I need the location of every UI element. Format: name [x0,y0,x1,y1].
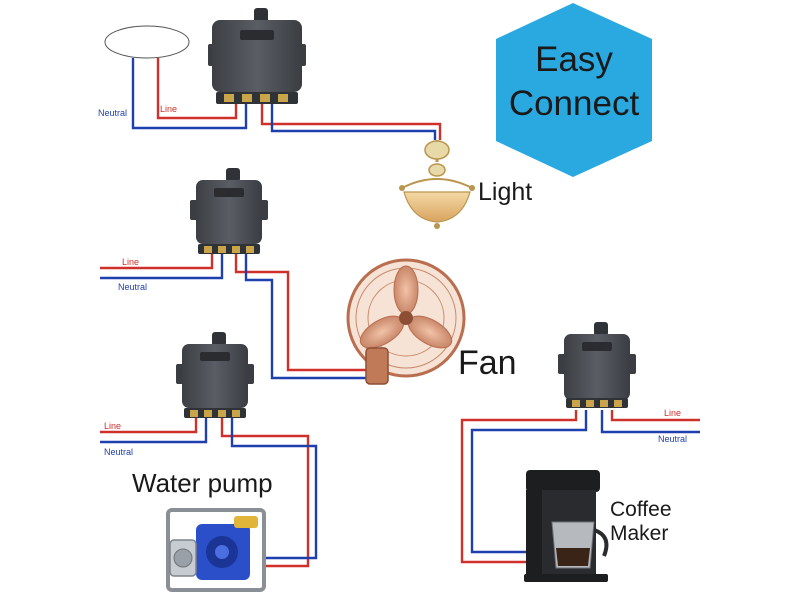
switch-2-wires [100,254,370,380]
light-label: Light [478,178,533,206]
switch-3-wires [100,418,318,568]
ceiling-outlet [104,25,190,59]
line-label: Line [122,257,140,267]
neutral-label: Neutral [104,447,134,457]
neutral-label: Neutral [658,434,688,444]
line-wire [100,418,198,434]
neutral-wire [244,254,370,380]
line-wire [220,418,310,568]
line-wire [100,254,214,270]
switch-module-4 [558,322,636,408]
neutral-wire [600,410,700,434]
easy-connect-text: Easy Connect [498,38,650,126]
line-wire [234,254,370,372]
wall-fan-icon [346,258,466,385]
neutral-label: Neutral [118,282,148,292]
switch-module-3 [176,332,254,418]
fan-label: Fan [458,344,517,382]
switch-1-wires [131,58,442,140]
line-wire [610,410,700,422]
line-label: Line [664,408,682,418]
water-pump-icon [166,508,266,592]
badge-line-2: Connect [508,84,640,123]
switch-module-1 [208,8,306,104]
line-label: Line [104,421,122,431]
line-wire [156,58,238,120]
neutral-wire [100,418,208,444]
line-wire [460,410,578,564]
neutral-wire [230,418,318,560]
coffee-maker-line-1: Coffee [610,498,672,521]
wires [100,58,700,568]
neutral-wire [100,254,224,280]
chandelier-icon [399,140,475,229]
water-pump-label: Water pump [132,468,273,498]
badge-line-1: Easy [535,40,613,79]
neutral-label: Neutral [98,108,128,118]
coffee-maker-line-2: Maker [610,522,669,545]
line-wire [260,104,442,140]
coffee-maker-label: Coffee Maker [610,498,672,546]
neutral-wire [470,410,588,554]
neutral-wire [131,58,248,130]
switch-4-wires [460,410,700,564]
switch-module-2 [190,168,268,254]
coffee-maker-icon [524,470,609,582]
line-label: Line [160,104,178,114]
neutral-wire [270,104,437,140]
easy-connect-badge [496,3,652,177]
